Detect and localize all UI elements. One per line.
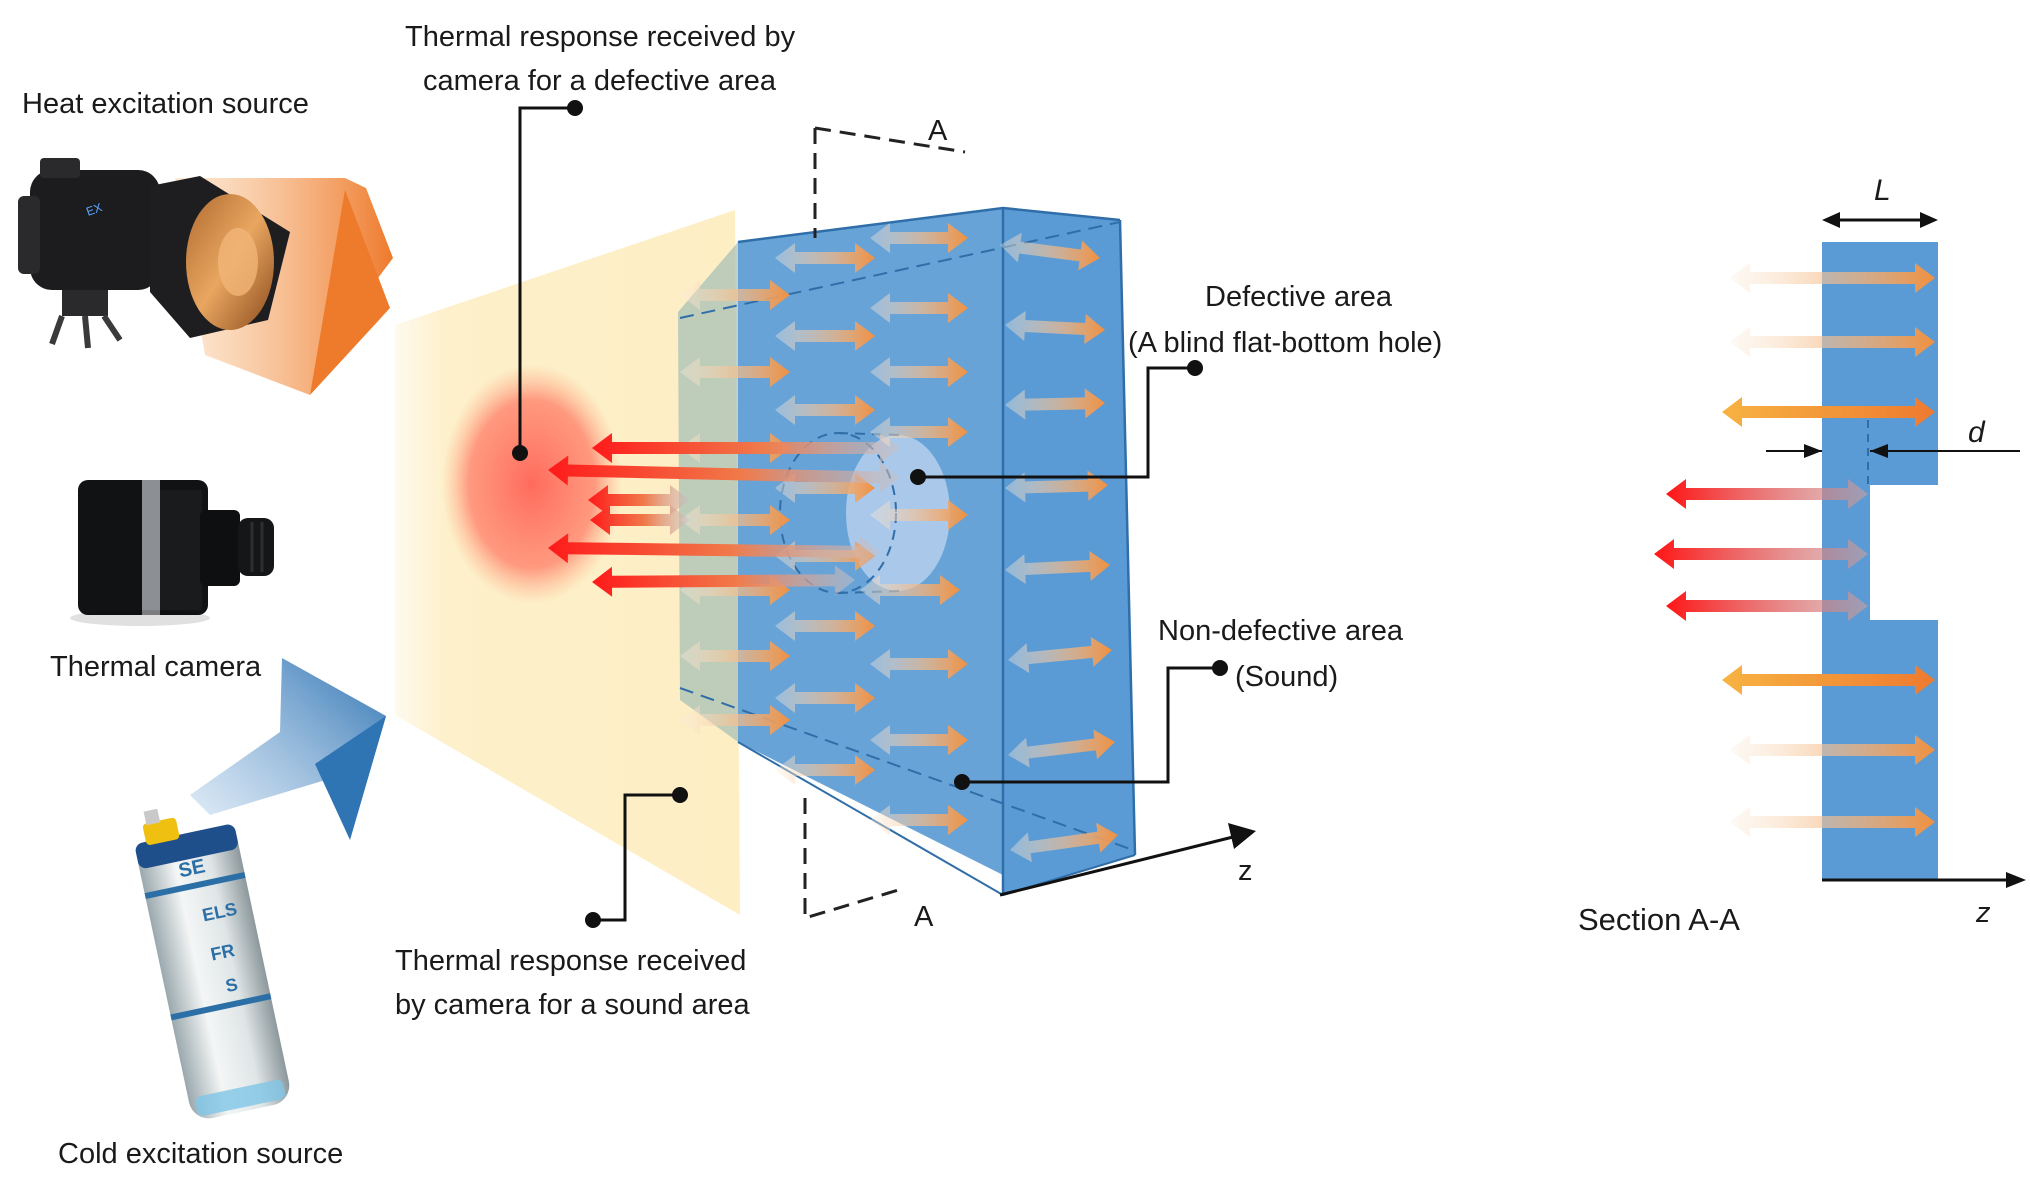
- section-marker-bottom-label: A: [914, 901, 934, 933]
- defect-response-arrow: [592, 433, 900, 463]
- section-hot-arrow: [1666, 479, 1868, 509]
- z-axis-3d-label: z: [1238, 855, 1253, 887]
- front-face-arrow: [680, 705, 790, 735]
- section-title: Section A-A: [1578, 902, 1740, 937]
- spray-can-text-3: FR: [209, 940, 237, 965]
- defective-area-label-1: Defective area: [1205, 281, 1393, 313]
- front-face-arrow: [775, 473, 875, 503]
- defect-response-arrow: [588, 485, 690, 515]
- section-hot-arrow: [1666, 591, 1868, 621]
- camera-label: Thermal camera: [50, 651, 262, 683]
- front-face-arrow: [775, 395, 875, 425]
- front-face-arrow: [870, 725, 968, 755]
- section-view: L d z Section A-A: [1578, 174, 2026, 937]
- front-face-arrow: [870, 649, 968, 679]
- spray-can-text-4: S: [224, 974, 240, 996]
- section-arrow: [1730, 327, 1935, 357]
- section-arrow: [1730, 735, 1935, 765]
- spray-can-icon: SE ELS FR S: [135, 808, 290, 1119]
- front-face-arrow: [775, 611, 875, 641]
- front-face-arrow: [680, 357, 790, 387]
- svg-text:EX: EX: [84, 200, 104, 219]
- spray-can-text-1: SE: [177, 855, 208, 882]
- section-marker-top-label: A: [928, 115, 948, 147]
- defect-response-arrow: [590, 505, 690, 535]
- callout-non-defective-area: Non-defective area (Sound): [954, 615, 1404, 790]
- section-arrow: [1730, 807, 1935, 837]
- front-face-arrow: [870, 357, 968, 387]
- defect-response-label-2: camera for a defective area: [423, 65, 777, 97]
- front-face-arrow: [775, 755, 875, 785]
- section-marker-top: A: [813, 115, 966, 238]
- defect-response-label-1: Thermal response received by: [405, 21, 796, 53]
- front-face-arrow: [680, 505, 790, 535]
- section-arrow: [1722, 397, 1935, 427]
- studio-light-icon: EX: [18, 158, 290, 349]
- front-face-arrow: [860, 575, 960, 605]
- side-face-arrow: [1010, 822, 1118, 863]
- defect-response-arrow: [548, 533, 880, 567]
- front-face-arrow: [680, 280, 790, 310]
- defect-response-arrow: [548, 455, 900, 493]
- hot-spot: [442, 364, 622, 604]
- z-axis-section-label: z: [1975, 897, 1991, 929]
- section-plane-top: [679, 221, 1121, 319]
- callout-defect-response: Thermal response received by camera for …: [405, 21, 796, 461]
- cold-beam-arrow: [190, 658, 386, 840]
- heat-source-label: Heat excitation source: [22, 88, 309, 120]
- heat-flow-arrows: [548, 223, 1118, 863]
- section-plane-bottom: [679, 687, 1134, 851]
- cold-source-label: Cold excitation source: [58, 1138, 343, 1170]
- section-heat-flow-arrows: [1654, 263, 1935, 837]
- front-face-arrow: [870, 223, 968, 253]
- heat-excitation-source: Heat excitation source EX: [18, 88, 393, 395]
- cold-beam-arrowhead: [315, 716, 386, 840]
- thermal-camera: Thermal camera: [50, 480, 274, 683]
- sound-response-label-1: Thermal response received: [395, 945, 746, 977]
- front-face-arrow: [680, 641, 790, 671]
- section-hot-arrow: [1654, 539, 1868, 569]
- camera-icon: [70, 480, 274, 626]
- dimension-L: L: [1822, 174, 1938, 228]
- defective-area-label-2: (A blind flat-bottom hole): [1128, 327, 1442, 359]
- dim-L-label: L: [1874, 174, 1891, 207]
- callout-defective-area: Defective area (A blind flat-bottom hole…: [910, 281, 1442, 485]
- z-axis-section: z: [1822, 872, 2026, 929]
- front-face-arrow: [870, 293, 968, 323]
- section-arrow: [1722, 665, 1935, 695]
- dim-d-label: d: [1968, 416, 1986, 449]
- front-face-arrow: [680, 575, 790, 605]
- section-plate: [1822, 242, 1938, 880]
- front-face-arrow: [870, 805, 968, 835]
- side-face-arrow: [1005, 470, 1108, 503]
- side-face-arrow: [1008, 637, 1112, 673]
- defect-response-arrow: [592, 565, 855, 597]
- sound-response-label-2: by camera for a sound area: [395, 989, 751, 1021]
- front-face-arrow: [775, 683, 875, 713]
- side-face-arrow: [1005, 311, 1105, 344]
- side-face-arrow: [1005, 551, 1110, 584]
- section-arrow: [1730, 263, 1935, 293]
- front-face-arrow: [870, 500, 968, 530]
- front-face-arrow: [775, 321, 875, 351]
- front-face-arrow: [775, 243, 875, 273]
- cold-excitation-source: SE ELS FR S Cold excitation source: [58, 658, 386, 1170]
- z-axis-3d: z: [999, 823, 1256, 897]
- front-face-arrow: [870, 417, 968, 447]
- callout-sound-response: Thermal response received by camera for …: [395, 787, 751, 1021]
- heat-beam-arrowhead: [310, 190, 390, 395]
- specimen-side-face: [1003, 208, 1135, 895]
- non-defective-label-1: Non-defective area: [1158, 615, 1404, 647]
- dimension-d: d: [1766, 416, 2020, 458]
- section-marker-bottom: A: [803, 798, 934, 933]
- side-face-arrow: [1005, 388, 1105, 420]
- side-face-arrow: [1000, 232, 1100, 271]
- non-defective-label-2: (Sound): [1235, 661, 1338, 693]
- side-face-arrow: [1008, 729, 1115, 768]
